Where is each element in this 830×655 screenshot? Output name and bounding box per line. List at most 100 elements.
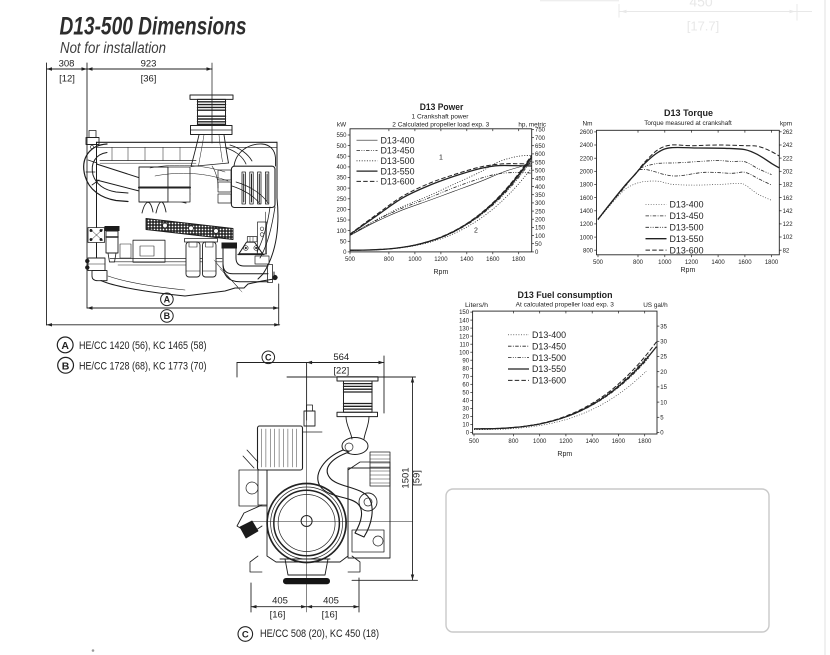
svg-text:1600: 1600: [738, 260, 752, 266]
svg-text:20: 20: [462, 415, 469, 421]
svg-text:1600: 1600: [580, 196, 594, 202]
svg-text:500: 500: [469, 439, 480, 445]
svg-text:250: 250: [535, 209, 546, 215]
svg-text:550: 550: [336, 133, 347, 139]
svg-text:Rpm: Rpm: [434, 269, 449, 276]
svg-text:US gal/h: US gal/h: [643, 302, 668, 309]
svg-text:1600: 1600: [612, 439, 626, 445]
svg-text:200: 200: [535, 217, 546, 223]
svg-text:[16]: [16]: [322, 609, 338, 620]
svg-text:D13-500: D13-500: [532, 353, 566, 363]
svg-text:[12]: [12]: [59, 74, 75, 85]
svg-text:1200: 1200: [434, 257, 448, 263]
svg-text:500: 500: [535, 168, 546, 174]
svg-text:0: 0: [343, 250, 347, 256]
svg-text:20: 20: [660, 370, 667, 376]
svg-text:B: B: [62, 360, 70, 372]
svg-text:800: 800: [633, 260, 644, 266]
svg-text:kW: kW: [337, 122, 347, 129]
svg-text:182: 182: [783, 183, 794, 189]
svg-text:1400: 1400: [580, 209, 594, 215]
svg-text:300: 300: [535, 201, 546, 207]
svg-text:1800: 1800: [765, 260, 779, 266]
svg-text:500: 500: [336, 144, 347, 150]
svg-text:Nm: Nm: [583, 121, 593, 128]
svg-text:1200: 1200: [559, 439, 573, 445]
svg-text:500: 500: [345, 257, 356, 263]
svg-text:0: 0: [535, 250, 539, 256]
svg-text:2000: 2000: [580, 170, 594, 176]
svg-text:90: 90: [462, 358, 469, 364]
svg-text:1600: 1600: [486, 257, 500, 263]
svg-text:800: 800: [384, 257, 395, 263]
svg-text:650: 650: [535, 144, 546, 150]
svg-text:D13-600: D13-600: [670, 245, 704, 255]
svg-text:2200: 2200: [580, 156, 594, 162]
svg-text:110: 110: [460, 342, 470, 348]
svg-text:300: 300: [336, 186, 347, 192]
svg-text:800: 800: [583, 248, 594, 254]
svg-text:50: 50: [535, 242, 542, 248]
svg-text:60: 60: [462, 383, 469, 389]
svg-text:200: 200: [336, 208, 347, 214]
svg-text:350: 350: [535, 193, 546, 199]
svg-text:100: 100: [459, 350, 470, 356]
svg-text:1400: 1400: [586, 439, 600, 445]
svg-text:35: 35: [660, 324, 667, 330]
svg-text:D13-550: D13-550: [532, 364, 566, 374]
svg-text:130: 130: [459, 326, 470, 332]
svg-text:2: 2: [474, 228, 478, 235]
svg-text:1000: 1000: [408, 257, 422, 263]
svg-text:B: B: [164, 311, 171, 321]
svg-text:308: 308: [59, 59, 75, 70]
svg-text:50: 50: [340, 240, 347, 246]
svg-text:222: 222: [783, 156, 794, 162]
svg-text:262: 262: [783, 130, 794, 136]
svg-text:1200: 1200: [580, 222, 594, 228]
svg-text:A: A: [164, 295, 171, 305]
svg-text:1200: 1200: [685, 260, 699, 266]
svg-text:2400: 2400: [580, 143, 594, 149]
svg-text:1400: 1400: [460, 257, 474, 263]
svg-text:D13-450: D13-450: [532, 341, 566, 351]
svg-text:1000: 1000: [533, 439, 547, 445]
svg-text:10: 10: [462, 423, 469, 429]
svg-text:Liters/h: Liters/h: [465, 302, 488, 309]
svg-text:162: 162: [783, 196, 794, 202]
svg-text:150: 150: [336, 218, 347, 224]
svg-text:A: A: [61, 340, 69, 352]
svg-text:50: 50: [462, 391, 469, 397]
svg-text:500: 500: [593, 260, 604, 266]
svg-text:D13-450: D13-450: [381, 146, 415, 156]
svg-text:hp, metric: hp, metric: [518, 122, 546, 129]
svg-text:140: 140: [459, 318, 470, 324]
svg-text:400: 400: [535, 185, 546, 191]
svg-text:2600: 2600: [580, 130, 594, 136]
svg-text:1 Crankshaft power: 1 Crankshaft power: [412, 114, 470, 121]
svg-text:30: 30: [660, 340, 667, 346]
svg-text:550: 550: [535, 160, 546, 166]
svg-text:405: 405: [323, 595, 339, 606]
svg-text:564: 564: [333, 352, 349, 363]
svg-text:1000: 1000: [658, 260, 672, 266]
svg-text:25: 25: [660, 355, 667, 361]
svg-text:D13-500 Dimensions: D13-500 Dimensions: [60, 13, 247, 41]
svg-text:142: 142: [783, 209, 794, 215]
svg-text:202: 202: [783, 170, 794, 176]
svg-text:102: 102: [783, 235, 794, 241]
svg-text:At calculated propeller load e: At calculated propeller load exp. 3: [516, 302, 615, 309]
svg-text:D13-400: D13-400: [381, 135, 415, 145]
svg-text:100: 100: [535, 234, 546, 240]
svg-text:1800: 1800: [512, 257, 526, 263]
svg-text:kpm: kpm: [780, 121, 792, 128]
svg-text:Rpm: Rpm: [557, 451, 572, 458]
svg-text:120: 120: [459, 334, 470, 340]
svg-text:HE/CC 1420 (56), KC 1465 (58): HE/CC 1420 (56), KC 1465 (58): [79, 340, 207, 352]
svg-text:150: 150: [535, 226, 546, 232]
svg-text:HE/CC 1728 (68), KC 1773 (70): HE/CC 1728 (68), KC 1773 (70): [79, 360, 207, 372]
svg-text:450: 450: [535, 177, 546, 183]
svg-text:D13-450: D13-450: [670, 211, 704, 221]
svg-text:15: 15: [660, 385, 667, 391]
svg-text:1000: 1000: [580, 235, 594, 241]
svg-text:D13-400: D13-400: [670, 200, 704, 210]
